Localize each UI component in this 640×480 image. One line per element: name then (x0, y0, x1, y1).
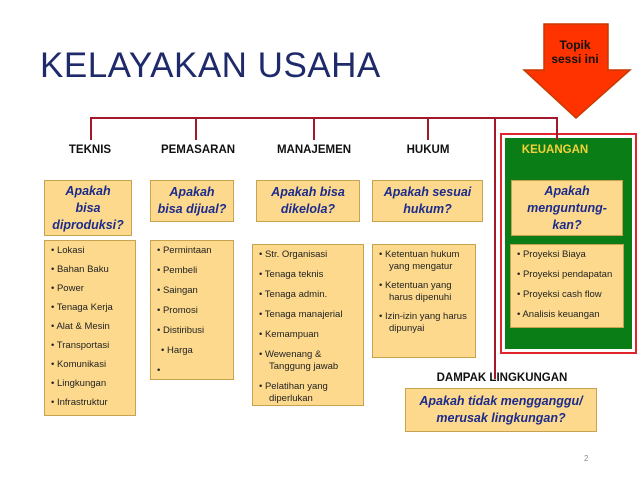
list-item: Pelatihan yang diperlukan (259, 381, 359, 405)
list-item: Pembeli (157, 265, 229, 277)
list-item: Lokasi (51, 245, 131, 257)
list-item: Tenaga Kerja (51, 302, 131, 314)
arrow-down-icon (522, 23, 632, 120)
connector-teknis (90, 117, 92, 140)
list-item: Komunikasi (51, 359, 131, 371)
heading-pemasaran: PEMASARAN (160, 144, 236, 156)
list-item: Wewenang & Tanggung jawab (259, 349, 359, 373)
list-keuangan: Proyeksi Biaya Proyeksi pendapatan Proye… (510, 244, 624, 328)
slide-title: KELAYAKAN USAHA (40, 46, 381, 85)
heading-dampak-lingkungan: DAMPAK LINGKUNGAN (436, 372, 568, 384)
list-hukum: Ketentuan hukum yang mengatur Ketentuan … (372, 244, 476, 358)
list-item: Proyeksi cash flow (517, 289, 619, 301)
list-item: Lingkungan (51, 378, 131, 390)
question-manajemen: Apakah bisa dikelola? (256, 180, 360, 222)
question-pemasaran: Apakah bisa dijual? (150, 180, 234, 222)
highlight-frame (500, 133, 637, 354)
list-item: Proyeksi Biaya (517, 249, 619, 261)
question-dampak-lingkungan: Apakah tidak mengganggu/ merusak lingkun… (405, 388, 597, 432)
connector-manajemen (313, 117, 315, 140)
list-item: Distiribusi (157, 325, 229, 337)
list-item: Saingan (157, 285, 229, 297)
list-item (157, 365, 229, 377)
list-item: Tenaga teknis (259, 269, 359, 281)
list-item: Str. Organisasi (259, 249, 359, 261)
list-item: Power (51, 283, 131, 295)
list-pemasaran: Permintaan Pembeli Saingan Promosi Disti… (150, 240, 234, 380)
list-item: Permintaan (157, 245, 229, 257)
arrow-label: Topik sessi ini (551, 38, 599, 66)
heading-teknis: TEKNIS (68, 144, 112, 156)
list-item: Infrastruktur (51, 397, 131, 409)
list-item: Ketentuan hukum yang mengatur (379, 249, 471, 273)
list-item: Tenaga manajerial (259, 309, 359, 321)
heading-keuangan: KEUANGAN (521, 144, 589, 156)
connector-pemasaran (195, 117, 197, 140)
connector-horizontal (90, 117, 558, 119)
list-item: Tenaga admin. (259, 289, 359, 301)
list-item: Alat & Mesin (51, 321, 131, 333)
question-hukum: Apakah sesuai hukum? (372, 180, 483, 222)
connector-dampak (494, 117, 496, 379)
heading-hukum: HUKUM (406, 144, 450, 156)
list-item: Izin-izin yang harus dipunyai (379, 311, 471, 335)
question-teknis: Apakah bisa diproduksi? (44, 180, 132, 236)
list-item: Ketentuan yang harus dipenuhi (379, 280, 471, 304)
list-item: Harga (157, 345, 229, 357)
list-item: Kemampuan (259, 329, 359, 341)
list-item: Proyeksi pendapatan (517, 269, 619, 281)
connector-hukum (427, 117, 429, 140)
list-item: Promosi (157, 305, 229, 317)
connector-keuangan (556, 117, 558, 140)
list-item: Transportasi (51, 340, 131, 352)
list-teknis: Lokasi Bahan Baku Power Tenaga Kerja Ala… (44, 240, 136, 416)
heading-manajemen: MANAJEMEN (276, 144, 352, 156)
page-number: 2 (584, 454, 589, 463)
list-item: Bahan Baku (51, 264, 131, 276)
list-item: Analisis keuangan (517, 309, 619, 321)
list-manajemen: Str. Organisasi Tenaga teknis Tenaga adm… (252, 244, 364, 406)
question-keuangan: Apakah menguntung- kan? (511, 180, 623, 236)
